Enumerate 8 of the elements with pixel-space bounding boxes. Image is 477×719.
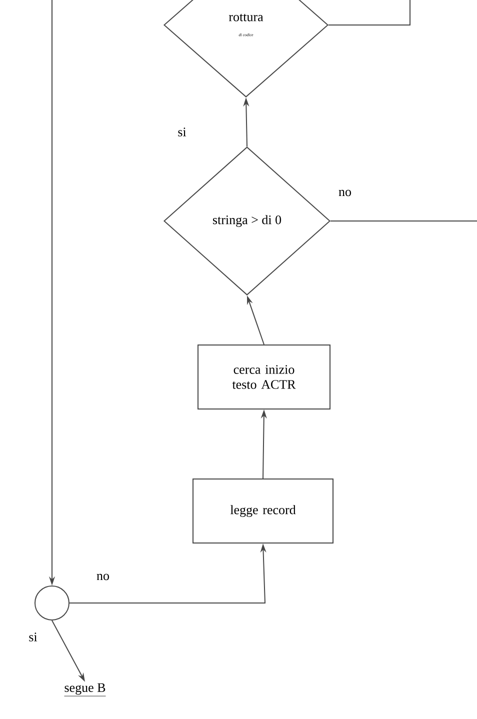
edge-label: si xyxy=(176,126,188,138)
connector-circle xyxy=(34,586,70,620)
link-text: segue B xyxy=(64,683,106,696)
edge-label: no xyxy=(338,188,352,198)
process-box: legge record xyxy=(192,478,334,544)
process-box: cerca inizio testo ACTR xyxy=(198,344,330,410)
edge-label: no xyxy=(96,572,110,582)
edge-label: si xyxy=(28,632,38,642)
